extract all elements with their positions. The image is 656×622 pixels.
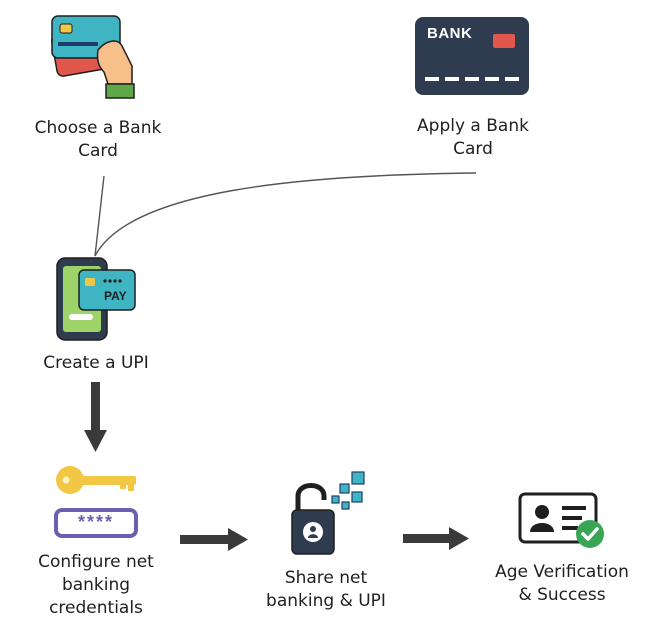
label-configure: Configure net banking credentials xyxy=(38,552,154,618)
connector-choose-to-upi xyxy=(94,175,105,257)
key-password-icon xyxy=(54,466,138,538)
label-share: Share net banking & UPI xyxy=(266,568,386,611)
phone-pay-icon xyxy=(56,257,136,341)
bank-card-text: BANK xyxy=(427,25,473,42)
padlock-share-icon xyxy=(291,471,365,555)
pay-text: PAY xyxy=(104,289,127,303)
label-create-upi: Create a UPI xyxy=(43,353,149,373)
bank-card-icon xyxy=(415,17,529,95)
id-card-check-icon xyxy=(518,492,604,548)
arrow-down xyxy=(84,382,107,452)
arrow-right-2 xyxy=(403,527,469,550)
label-apply-card: Apply a Bank Card xyxy=(417,116,529,159)
hand-card-icon xyxy=(51,15,135,99)
label-age-verification: Age Verification & Success xyxy=(495,562,629,605)
connector-apply-to-upi xyxy=(94,172,477,257)
arrow-right-1 xyxy=(180,528,248,551)
password-text: **** xyxy=(77,512,115,532)
label-choose-card: Choose a Bank Card xyxy=(34,118,162,161)
